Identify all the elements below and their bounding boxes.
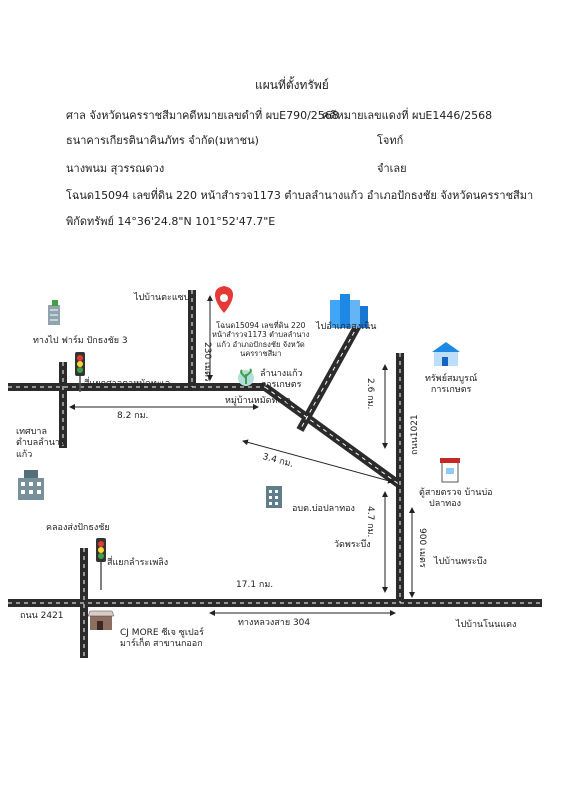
label-khlong-song: คลองส่งปักธงชัย: [46, 523, 110, 533]
property-pin-icon: [214, 286, 234, 313]
plaintiff-role: โจทก์: [377, 134, 404, 147]
city-buildings-icon: [330, 294, 368, 328]
label-tessaban: เทศบาล ตำบลลำนาง แก้ว: [16, 427, 65, 460]
defendant-role: จำเลย: [377, 162, 407, 175]
label-to-ban-tasaeb: ไปบ้านตะแซบ: [134, 293, 190, 303]
municipality-building-icon: [18, 470, 44, 500]
label-lamnangkaeo-agri: ลำนางแก้ว การเกษตร: [260, 369, 303, 391]
plaintiff-name: ธนาคารเกียรตินาคินภัทร จำกัด(มหาชน): [66, 134, 259, 147]
arrow-3-4km: [242, 439, 394, 484]
label-village-mot-thale: หมู่บ้านหมัดทะเล: [225, 396, 291, 406]
traffic-light-icon: [75, 352, 85, 392]
defendant-name: นางพนม สุวรรณดวง: [66, 162, 165, 175]
label-dist-2-6km: 2.6 กม.: [365, 378, 375, 410]
plant-icon: [238, 368, 254, 386]
warehouse-icon: [432, 342, 460, 366]
label-road-2421: ถนน 2421: [20, 611, 64, 621]
court-label: ศาล จังหวัดนครราชสีมา: [66, 109, 183, 122]
label-dist-17-1km: 17.1 กม.: [236, 580, 274, 590]
label-dist-8-2km: 8.2 กม.: [117, 411, 149, 421]
label-wat-phrabueng: วัดพระบึง: [334, 540, 371, 550]
label-to-sung-noen: ไปอำเภอสูงเนิน: [316, 322, 377, 332]
label-to-ban-nonnaeng: ไปบ้านโนนแดง: [456, 620, 517, 630]
property-coordinates: พิกัดทรัพย์ 14°36'24.8"N 101°52'47.7"E: [66, 215, 276, 228]
road-network: [8, 290, 542, 658]
label-highway-304: ทางหลวงสาย 304: [238, 618, 311, 628]
traffic-light-icon: [96, 538, 106, 590]
label-property-description: โฉนด15094 เลขที่ดิน 220 หน้าสำรวจ1173 ตำ…: [212, 321, 310, 359]
label-sapsombun-agri: ทรัพย์สมบูรณ์ การเกษตร: [425, 374, 478, 396]
deed-info: โฉนด15094 เลขที่ดิน 220 หน้าสำรวจ1173 ตำ…: [66, 189, 534, 202]
store-icon: [87, 610, 115, 630]
red-case-number: คดีหมายเลขแดงที่ ผบE1446/2568: [322, 109, 493, 122]
label-to-farm: ทางไป ฟาร์ม ปักธงชัย 3: [33, 336, 128, 346]
label-dist-230m: 230 เมตร: [202, 342, 212, 382]
farm-building-icon: [48, 300, 60, 325]
black-case-number: คดีหมายเลขดำที่ ผบE790/2568: [182, 109, 339, 122]
label-junction-ra-phueng: สี่แยกลำระเพลิง: [107, 558, 169, 568]
label-road-1021: ถนน1021: [410, 414, 420, 455]
office-building-icon: [266, 486, 282, 508]
label-police-box: ตู้สายตรวจ บ้านบ่อ ปลาทอง: [419, 488, 493, 510]
distance-arrows: [69, 295, 415, 616]
label-dist-4-7km: 4.7 กม.: [365, 506, 375, 538]
page-title: แผนที่ตั้งทรัพย์: [255, 78, 329, 92]
label-junction-san-ta-mot: สี่แยกศาลตาหมัดทะเล: [84, 379, 171, 389]
label-dist-900m: 900 เมตร: [417, 528, 427, 568]
police-box-icon: [440, 458, 460, 483]
label-to-ban-phrabueng: ไปบ้านพระบึง: [434, 557, 487, 567]
label-obt-bo-pla-thong: อบต.บ่อปลาทอง: [292, 504, 355, 514]
label-cj-more: CJ MORE ซีเจ ซูเปอร์ มาร์เก็ต สาขานกออก: [120, 628, 204, 650]
